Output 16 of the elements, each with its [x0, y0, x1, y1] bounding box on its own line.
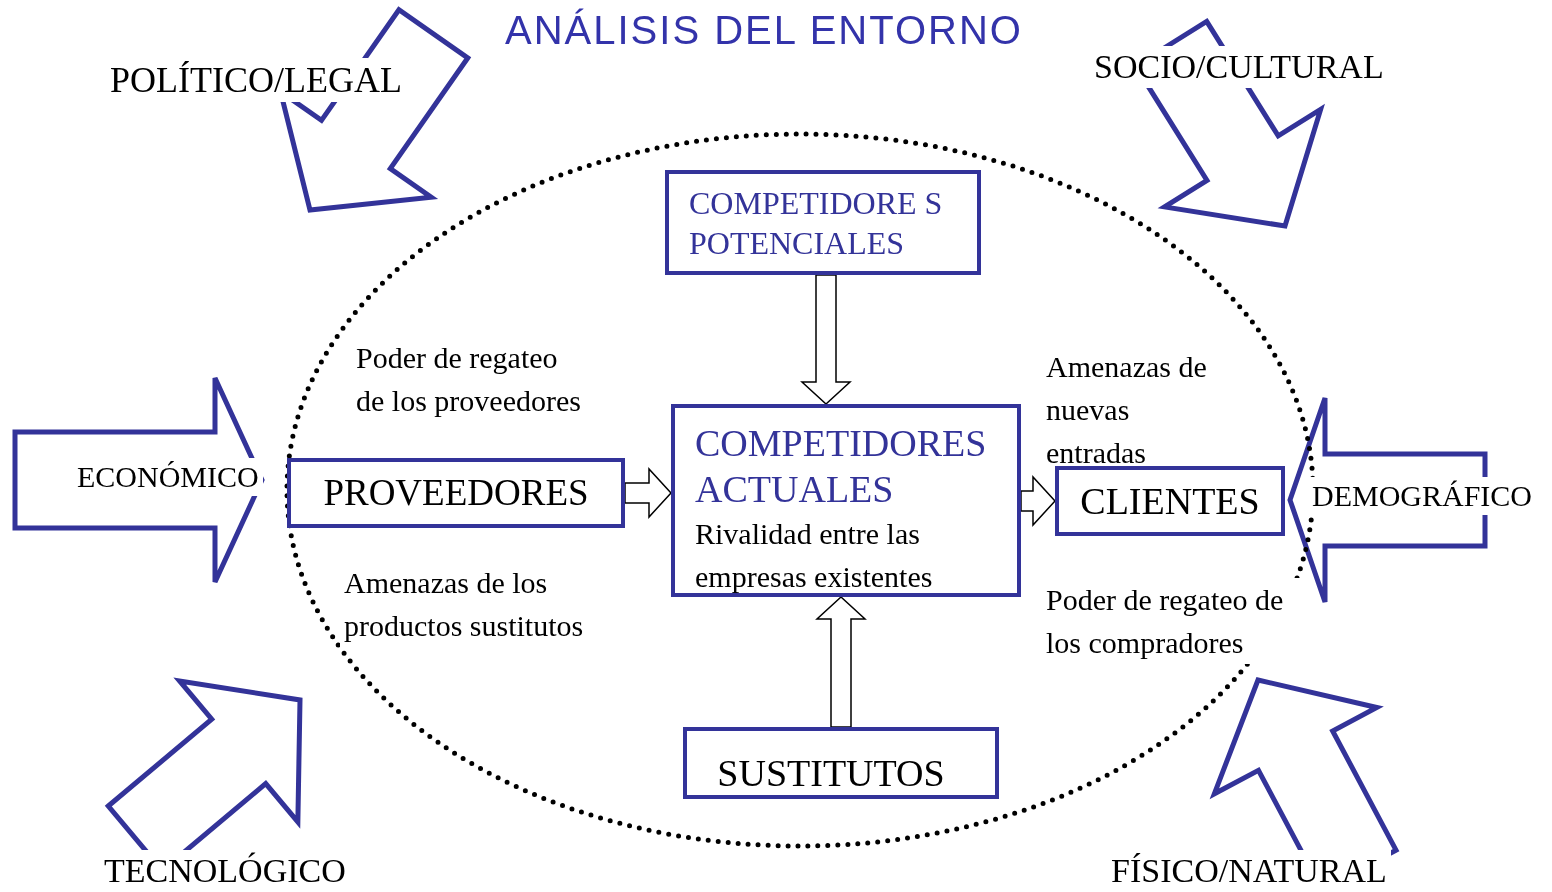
process-box: [671, 404, 1021, 597]
box-heading: SUSTITUTOS: [717, 751, 945, 795]
process-box: [1055, 466, 1285, 536]
box-body: Rivalidad entre las empresas existentes: [695, 516, 934, 595]
process-box: [665, 170, 981, 275]
process-box: [683, 727, 999, 799]
block-arrow-connector: [815, 596, 867, 728]
block-arrow-connector: [624, 467, 672, 519]
box-heading: PROVEEDORES: [323, 471, 589, 515]
title: ANÁLISIS DEL ENTORNO: [505, 7, 1023, 54]
box-heading: COMPETIDORES ACTUALES: [695, 421, 988, 512]
box-heading: COMPETIDORE S POTENCIALES: [689, 183, 944, 263]
box-heading: CLIENTES: [1080, 479, 1260, 523]
block-arrow-connector: [1020, 475, 1056, 527]
process-box: [287, 458, 625, 528]
block-arrow-connector: [800, 274, 852, 405]
